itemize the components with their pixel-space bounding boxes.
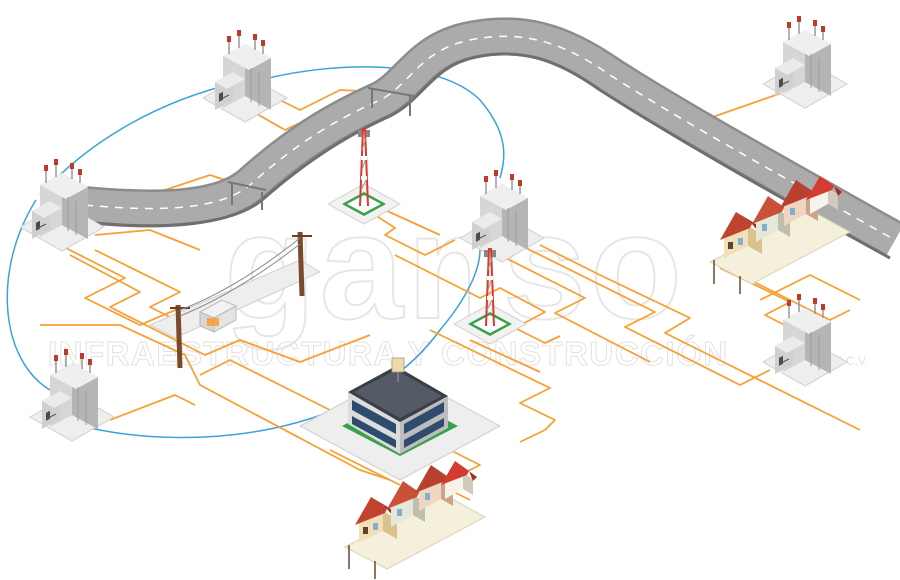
fiber-line — [384, 209, 441, 236]
fiber-line — [94, 229, 201, 251]
fiber-line — [329, 449, 401, 486]
fiber-line — [59, 244, 181, 326]
homes-bottom — [344, 460, 486, 580]
utility-poles — [148, 231, 322, 369]
office-building — [298, 357, 502, 481]
fiber-line — [69, 254, 371, 363]
fiber-line — [489, 249, 651, 363]
wireless-loop — [259, 66, 505, 179]
central-office-top-right — [762, 15, 848, 109]
road — [83, 17, 900, 260]
road-center-line — [84, 35, 896, 241]
fiber-line — [739, 274, 851, 321]
fiber-line — [199, 359, 351, 421]
fiber-line — [719, 267, 801, 334]
fiber-line — [469, 339, 541, 373]
fiber-line — [359, 204, 456, 256]
fiber-line — [519, 244, 771, 386]
fiber-line — [539, 244, 861, 431]
fiber-line — [429, 329, 556, 443]
fiber-line — [40, 324, 391, 481]
watermark-tagline: INFRAESTRUCTURA Y CONSTRUCCIÓN — [48, 335, 729, 372]
fiber-line — [394, 254, 561, 344]
fiber-line — [94, 249, 181, 323]
fiber-line — [109, 394, 196, 421]
fiber-line — [759, 274, 861, 301]
